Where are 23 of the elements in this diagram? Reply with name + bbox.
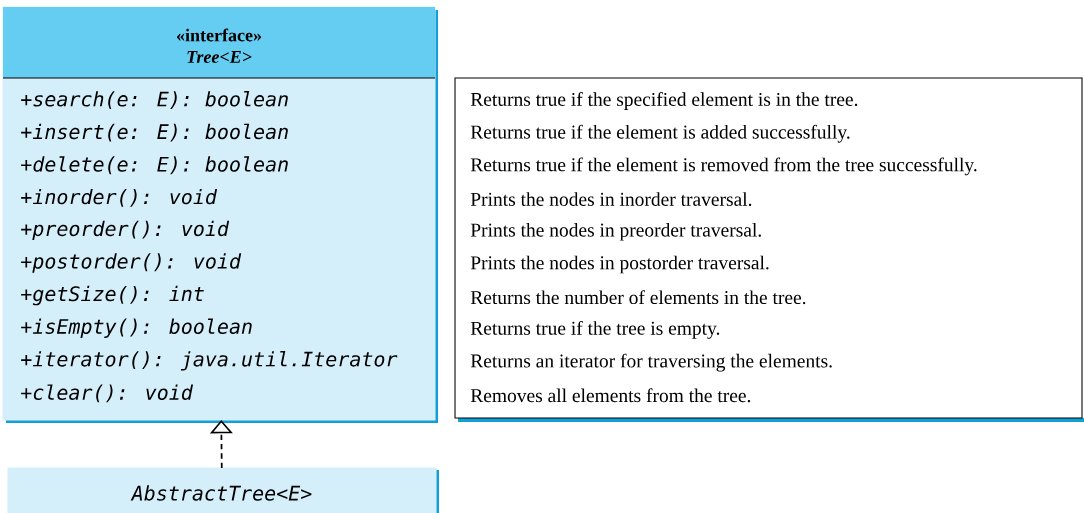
method-signature: +inorder(): void bbox=[21, 188, 218, 207]
class-name: AbstractTree<E> bbox=[130, 485, 312, 501]
class-name: Tree<E> bbox=[187, 51, 252, 63]
description-text: Returns true if the tree is empty. bbox=[470, 320, 720, 339]
description-text: Prints the nodes in inorder traversal. bbox=[470, 192, 752, 206]
description-text: Prints the nodes in preorder traversal. bbox=[470, 222, 761, 241]
method-signature: +preorder(): void bbox=[21, 220, 230, 241]
method-signature: +search(e: E): boolean bbox=[21, 91, 288, 109]
stereotype-label: «interface» bbox=[177, 28, 262, 42]
description-text: Prints the nodes in postorder traversal. bbox=[470, 255, 769, 274]
method-signature: +insert(e: E): boolean bbox=[21, 123, 288, 142]
method-signature: +iterator(): java.util.Iterator bbox=[21, 351, 398, 371]
description-text: Returns the number of elements in the tree. bbox=[470, 290, 806, 305]
description-text: Returns true if the specified element is in the tree. bbox=[470, 92, 858, 110]
method-signature: +delete(e: E): boolean bbox=[21, 156, 288, 175]
description-text: Returns an iterator for traversing the elements. bbox=[470, 353, 832, 372]
description-text: Removes all elements from the tree. bbox=[470, 388, 751, 403]
description-text: Returns true if the element is removed from the tree successfully. bbox=[470, 157, 977, 176]
method-signature: +getSize(): int bbox=[21, 285, 204, 306]
method-signature: +postorder(): void bbox=[21, 253, 242, 273]
method-signature: +clear(): void bbox=[21, 384, 194, 403]
description-text: Returns true if the element is added successfully. bbox=[470, 124, 850, 143]
method-signature: +isEmpty(): boolean bbox=[21, 318, 252, 338]
